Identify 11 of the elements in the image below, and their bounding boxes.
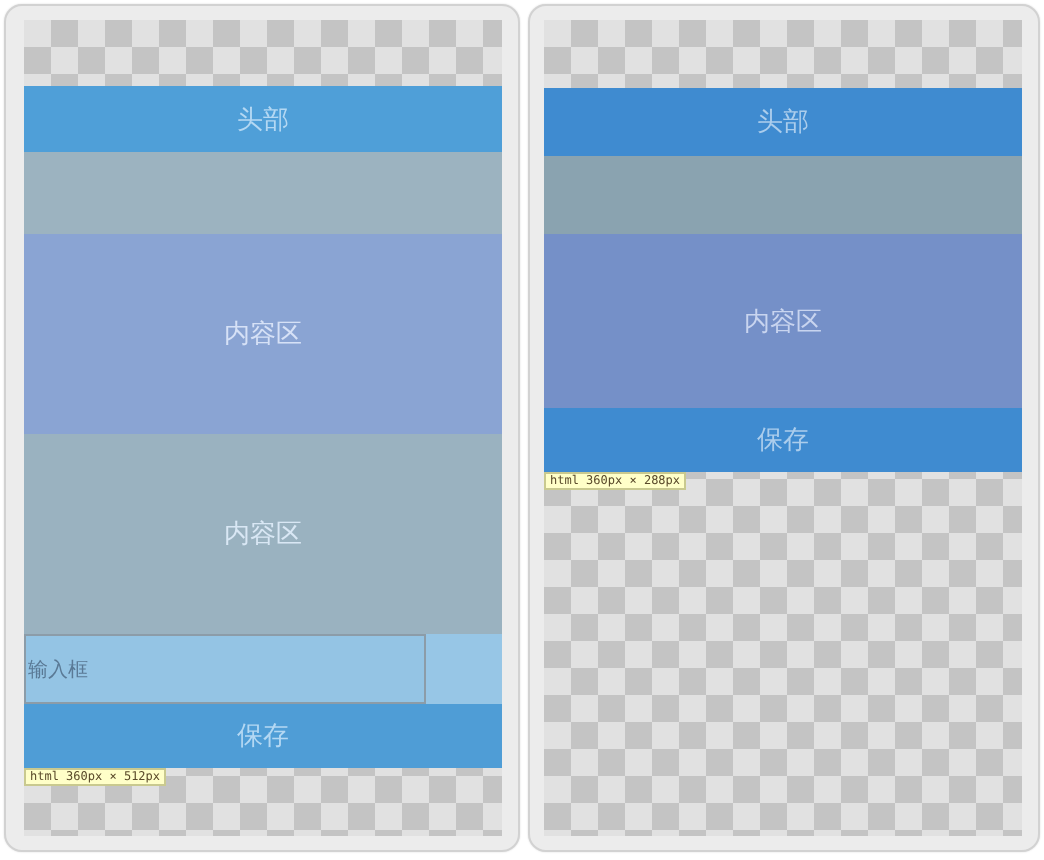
header-bar: 头部 <box>24 86 502 152</box>
empty-band <box>24 152 502 234</box>
save-button: 保存 <box>544 408 1022 472</box>
header-bar: 头部 <box>544 88 1022 156</box>
save-button: 保存 <box>24 704 502 768</box>
content-area: 内容区 <box>24 234 502 434</box>
content-area: 内容区 <box>24 434 502 634</box>
phone-frame <box>4 4 520 852</box>
content-area: 内容区 <box>544 234 1022 408</box>
empty-band <box>544 156 1022 234</box>
input-field: 输入框 <box>24 634 426 704</box>
